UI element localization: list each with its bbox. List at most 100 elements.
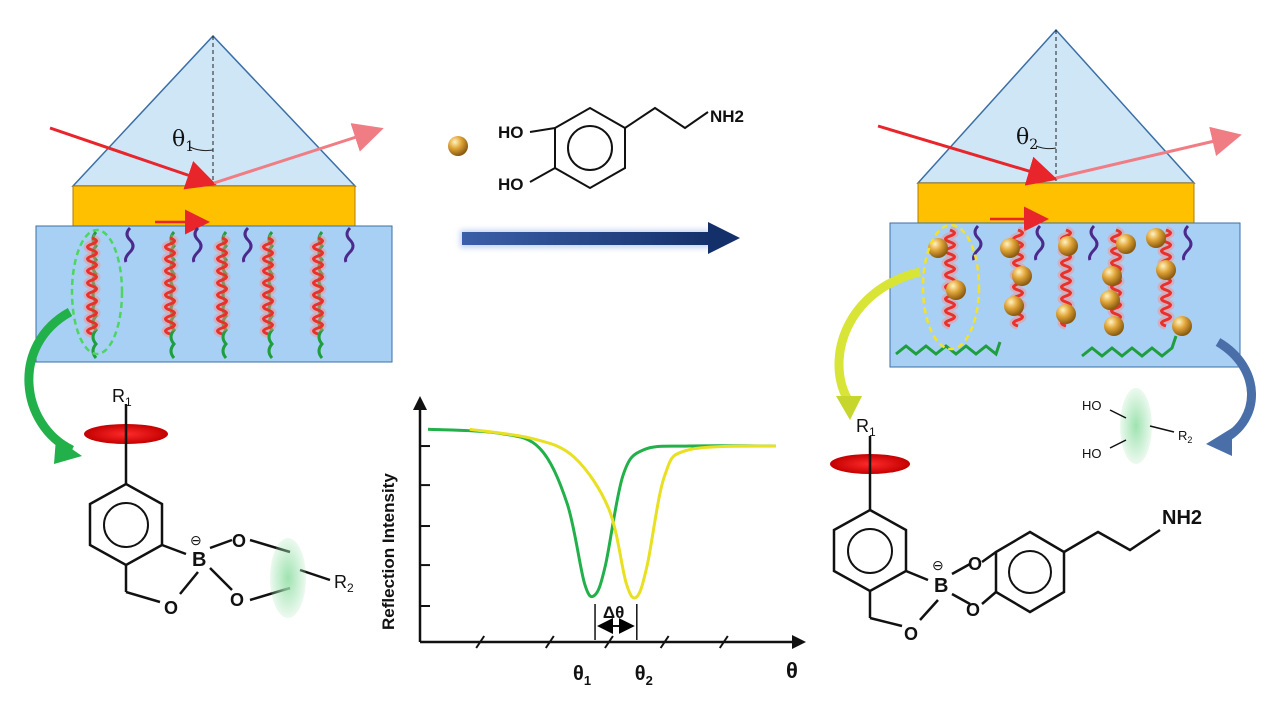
bound-dopamine-bead	[1012, 266, 1032, 286]
left-green-strand	[267, 231, 274, 359]
right-incident-ray	[877, 124, 1058, 186]
right-reflected-ray	[1055, 126, 1242, 180]
chart-x-ticks	[475, 635, 729, 649]
chart-curve-theta1	[427, 427, 777, 599]
bound-dopamine-bead	[1058, 236, 1078, 256]
left-angle-arc	[189, 146, 214, 152]
left-receptor-structure: R1 ⊖ B O O O R2	[84, 386, 354, 618]
right-curved-arrow-yellow-head	[836, 396, 862, 420]
right-curved-arrow-yellow	[834, 267, 922, 403]
bound-dopamine-bead	[1000, 238, 1020, 258]
left-highlight-ellipse	[70, 228, 124, 356]
right-r1-label: R1	[856, 416, 876, 439]
bound-dopamine-bead	[1100, 290, 1120, 310]
dopamine-amine: NH2	[710, 107, 744, 126]
left-helix	[83, 234, 101, 338]
right-spr-setup: θ2	[877, 28, 1242, 368]
left-gold-film	[72, 185, 356, 227]
right-curved-arrow-blue	[1215, 338, 1256, 445]
chart-x-tick	[659, 635, 670, 649]
bound-dopamine-bead	[1004, 296, 1024, 316]
released-strand-right	[1081, 335, 1178, 358]
left-diol-blob	[270, 538, 306, 618]
chart-x-axis-label: θ	[786, 658, 798, 683]
right-angle-label: θ2	[1016, 125, 1038, 153]
left-prism	[71, 34, 357, 187]
left-helix	[309, 234, 327, 338]
right-boron-charge: ⊖	[932, 557, 944, 573]
left-ring-oxygen: O	[164, 598, 178, 618]
released-diol-blob	[1120, 388, 1152, 464]
chart-x-tick-label-theta1: θ1	[573, 663, 591, 688]
left-curved-arrow	[24, 308, 75, 455]
right-purple-strand	[1182, 224, 1193, 261]
released-diol-structure: HO HO R2	[1082, 388, 1192, 464]
left-purple-strand	[344, 226, 355, 263]
left-angle-label: θ1	[172, 127, 194, 155]
left-purple-strand	[124, 226, 135, 263]
bound-dopamine-bead	[946, 280, 966, 300]
chart-x-tick	[544, 635, 555, 649]
bound-dopamine-bead	[1172, 316, 1192, 336]
right-ester-oxygen-bottom: O	[966, 600, 980, 620]
left-boron-label: B	[192, 549, 206, 571]
left-incident-ray	[49, 126, 217, 190]
right-receptor-structure: R1 ⊖ B O O O NH2	[830, 416, 1202, 644]
left-reflected-ray	[213, 123, 384, 185]
right-ester-oxygen-top: O	[968, 554, 982, 574]
left-helix	[161, 234, 179, 338]
left-spr-setup: θ1	[35, 34, 393, 363]
right-angle-arc	[1035, 145, 1057, 150]
bound-dopamine-bead	[1146, 228, 1166, 248]
right-gold-film	[917, 182, 1195, 224]
right-curved-arrow-blue-head	[1206, 428, 1232, 456]
right-helix	[941, 226, 959, 330]
right-purple-strand	[1034, 224, 1045, 261]
right-highlight-ellipse	[921, 223, 981, 351]
left-green-strand	[91, 231, 98, 359]
spr-chart: Reflection Intensity θ Δθ θ1 θ2	[379, 396, 806, 688]
right-ring-oxygen: O	[904, 624, 918, 644]
bound-dopamine-bead	[1102, 266, 1122, 286]
chart-x-axis-head	[792, 635, 806, 649]
bound-dopamine-bead	[928, 238, 948, 258]
left-r2-label: R2	[334, 572, 354, 595]
left-green-strand	[169, 231, 176, 359]
bound-dopamine-bead	[1104, 316, 1124, 336]
left-helix	[259, 234, 277, 338]
chart-minimum-markers	[594, 604, 638, 640]
process-arrow-head	[708, 222, 740, 254]
dopamine-structure	[529, 106, 709, 190]
released-diol-hydroxyl-bottom: HO	[1082, 446, 1102, 461]
chart-y-axis-label: Reflection Intensity	[379, 473, 398, 630]
released-diol-r2-label: R2	[1178, 428, 1192, 445]
chart-x-tick	[718, 635, 729, 649]
left-ester-oxygen-bottom: O	[230, 590, 244, 610]
left-helix	[213, 234, 231, 338]
bound-dopamine-bead	[1156, 260, 1176, 280]
chart-y-axis-head	[413, 396, 427, 410]
chart-x-tick	[475, 635, 486, 649]
released-diol-hydroxyl-top: HO	[1082, 398, 1102, 413]
bound-dopamine-bead	[1056, 304, 1076, 324]
chart-curves	[427, 427, 777, 600]
left-purple-strand	[192, 226, 203, 263]
left-r1-label: R1	[112, 386, 132, 409]
chart-y-ticks	[420, 445, 430, 607]
chart-delta-theta-label: Δθ	[603, 603, 624, 622]
chart-x-tick	[604, 635, 614, 649]
dopamine-hydroxyl-bottom: HO	[498, 175, 524, 194]
right-purple-strand	[1088, 224, 1099, 261]
dopamine-bead-icon	[448, 136, 468, 156]
process-arrow-shaft	[462, 232, 712, 245]
bound-dopamine-bead	[1116, 234, 1136, 254]
left-boron-charge: ⊖	[190, 532, 202, 548]
right-helix-array	[928, 224, 1193, 336]
left-green-strand	[221, 231, 228, 359]
chart-x-tick-label-theta2: θ2	[635, 663, 653, 688]
left-curved-arrow-head	[54, 438, 82, 464]
left-purple-strand	[242, 226, 253, 263]
left-helix-array	[83, 226, 355, 359]
dopamine-hydroxyl-top: HO	[498, 123, 524, 142]
